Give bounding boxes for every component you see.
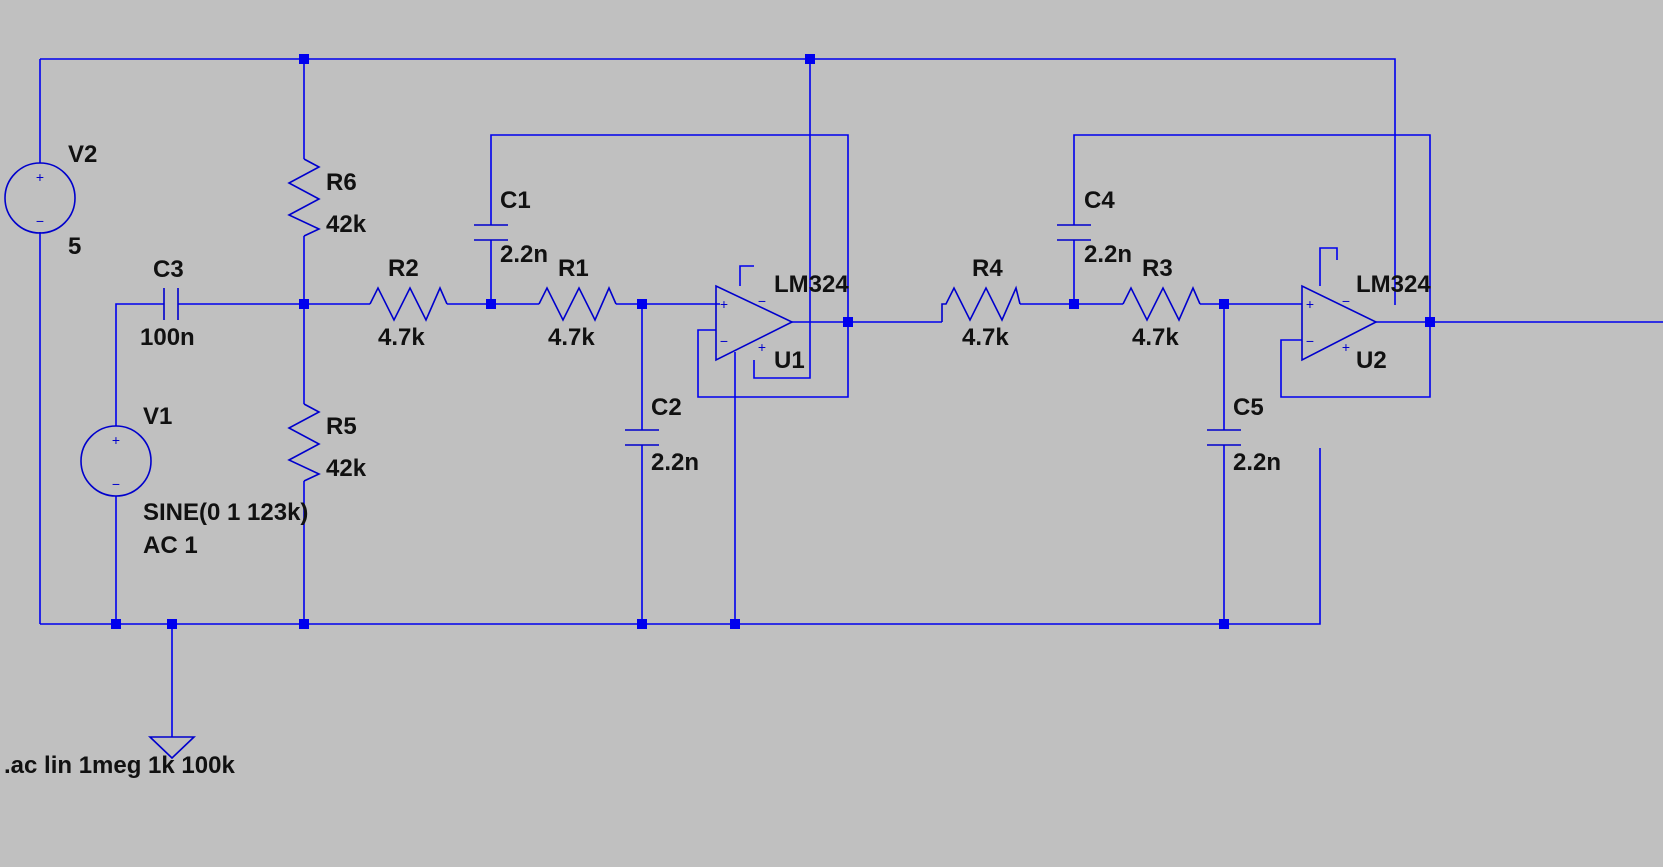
capacitor-c5-symbol[interactable] (1207, 429, 1241, 446)
wire-u1-vsupply[interactable] (753, 59, 811, 379)
r2-ref-label: R2 (388, 255, 419, 282)
voltage-source-v2[interactable]: + − (4, 162, 76, 234)
junction[interactable] (486, 299, 496, 309)
v2-value-label: 5 (68, 233, 81, 260)
resistor-r3-symbol[interactable] (1122, 286, 1201, 322)
junction[interactable] (299, 299, 309, 309)
junction[interactable] (1219, 299, 1229, 309)
plus-sign-icon: + (1306, 296, 1314, 312)
v1-value-line2: AC 1 (143, 532, 198, 559)
wires (39, 58, 1663, 737)
wire-c1-loop[interactable] (490, 134, 849, 398)
resistor-r5-symbol[interactable] (287, 403, 321, 482)
c5-value-label: 2.2n (1233, 449, 1281, 476)
opamp-u1[interactable]: + − − + (715, 284, 794, 362)
plus-sign-icon: + (1342, 339, 1350, 355)
r1-value-label: 4.7k (548, 324, 595, 351)
r5-ref-label: R5 (326, 413, 357, 440)
r2-value-label: 4.7k (378, 324, 425, 351)
capacitor-c3-symbol[interactable] (163, 288, 179, 320)
resistor-r2-symbol[interactable] (369, 286, 448, 322)
resistor-r1-symbol[interactable] (538, 286, 617, 322)
capacitor-c2-symbol[interactable] (625, 429, 659, 446)
minus-sign-icon: − (1342, 293, 1350, 309)
u2-model-label: LM324 (1356, 271, 1431, 298)
junction[interactable] (637, 619, 647, 629)
junction[interactable] (637, 299, 647, 309)
ground-icon[interactable] (148, 736, 196, 760)
capacitor-c1-symbol[interactable] (474, 224, 508, 241)
c2-ref-label: C2 (651, 394, 682, 421)
junction[interactable] (805, 54, 815, 64)
junction[interactable] (167, 619, 177, 629)
junction[interactable] (1069, 299, 1079, 309)
voltage-source-v1[interactable]: + − (80, 425, 152, 497)
junction[interactable] (299, 619, 309, 629)
resistor-r4-symbol[interactable] (941, 285, 1021, 322)
r1-ref-label: R1 (558, 255, 589, 282)
resistor-r6-symbol[interactable] (287, 158, 321, 237)
capacitor-c4-symbol[interactable] (1057, 224, 1091, 241)
junction[interactable] (843, 317, 853, 327)
c1-value-label: 2.2n (500, 241, 548, 268)
r6-value-label: 42k (326, 211, 367, 238)
wire-u2-vplus[interactable] (1319, 247, 1338, 286)
plus-sign-icon: + (758, 339, 766, 355)
junctions (111, 54, 1435, 629)
junction[interactable] (111, 619, 121, 629)
minus-sign-icon: − (36, 213, 44, 229)
c5-ref-label: C5 (1233, 394, 1264, 421)
r5-value-label: 42k (326, 455, 367, 482)
wire-top-rail[interactable] (40, 58, 1396, 305)
v1-ref-label: V1 (143, 403, 172, 430)
c4-ref-label: C4 (1084, 187, 1115, 214)
minus-sign-icon: − (758, 293, 766, 309)
plus-sign-icon: + (720, 296, 728, 312)
u1-model-label: LM324 (774, 271, 849, 298)
minus-sign-icon: − (1306, 333, 1314, 349)
wire-c3-left[interactable] (115, 303, 164, 426)
wire-ground-rail[interactable] (40, 448, 1321, 625)
c1-ref-label: C1 (500, 187, 531, 214)
minus-sign-icon: − (720, 333, 728, 349)
plus-sign-icon: + (112, 432, 120, 448)
r4-value-label: 4.7k (962, 324, 1009, 351)
v1-value-line1: SINE(0 1 123k) (143, 499, 308, 526)
junction[interactable] (1425, 317, 1435, 327)
r3-ref-label: R3 (1142, 255, 1173, 282)
c3-ref-label: C3 (153, 256, 184, 283)
r6-ref-label: R6 (326, 169, 357, 196)
minus-sign-icon: − (112, 476, 120, 492)
c4-value-label: 2.2n (1084, 241, 1132, 268)
c3-value-label: 100n (140, 324, 195, 351)
junction[interactable] (299, 54, 309, 64)
junction[interactable] (1219, 619, 1229, 629)
wire-u1-vplus[interactable] (739, 265, 754, 286)
opamp-u2[interactable]: + − − + (1301, 284, 1378, 362)
wire-c4-loop[interactable] (1073, 134, 1431, 398)
plus-sign-icon: + (36, 169, 44, 185)
r4-ref-label: R4 (972, 255, 1003, 282)
junction[interactable] (730, 619, 740, 629)
v2-ref-label: V2 (68, 141, 97, 168)
c2-value-label: 2.2n (651, 449, 699, 476)
u1-ref-label: U1 (774, 347, 805, 374)
u2-ref-label: U2 (1356, 347, 1387, 374)
spice-directive[interactable]: .ac lin 1meg 1k 100k (4, 752, 235, 779)
r3-value-label: 4.7k (1132, 324, 1179, 351)
